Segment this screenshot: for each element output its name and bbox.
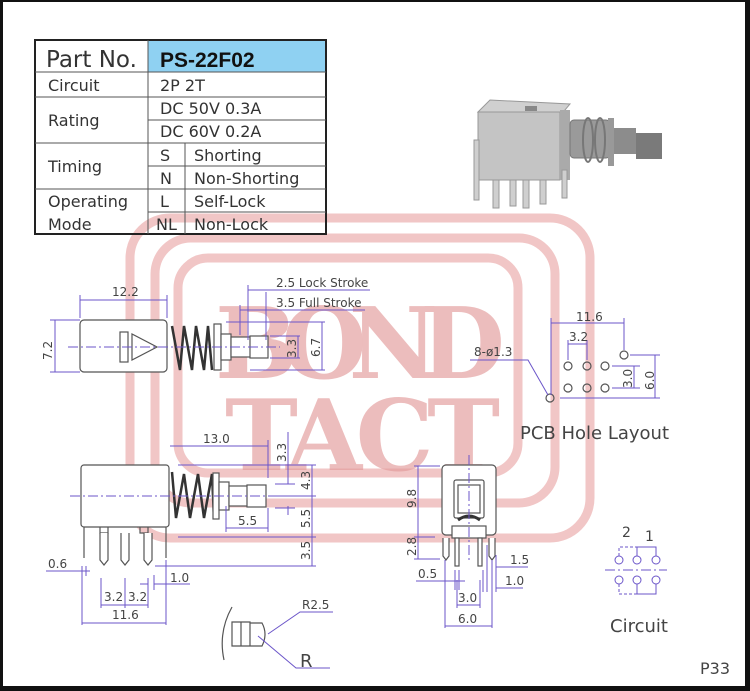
mode-text: Non-Lock <box>194 215 269 234</box>
rating-label: Rating <box>48 111 100 130</box>
circuit-pin-1: 1 <box>645 529 654 545</box>
timing-code: N <box>160 169 172 188</box>
dim-pin-length: 2.8 <box>405 537 419 556</box>
dim-pitch-b: 3.2 <box>128 590 147 604</box>
mode-code: NL <box>156 215 177 234</box>
pcb-height: 6.0 <box>643 371 657 390</box>
tip-detail: R2.5 R <box>221 598 333 672</box>
dim-height: 7.2 <box>41 341 55 360</box>
timing-text: Non-Shorting <box>194 169 299 188</box>
part-no-label: Part No. <box>46 47 137 73</box>
dim-3-0: 3.0 <box>458 591 477 605</box>
circuit-title: Circuit <box>610 616 668 637</box>
spec-table: Part No. PS-22F02 Circuit 2P 2T Rating D… <box>34 39 327 235</box>
dim-length: 12.2 <box>112 285 139 299</box>
dim-3-3: 3.3 <box>275 443 289 462</box>
pcb-title: PCB Hole Layout <box>520 423 669 444</box>
dim-button: 3.3 <box>285 339 299 358</box>
end-view: 9.8 2.8 0.5 1.5 1.0 3.0 6.0 <box>405 455 529 628</box>
dim-5-5-h: 5.5 <box>299 509 313 528</box>
dim-collar: 6.7 <box>309 338 323 357</box>
dim-plunger: 13.0 <box>203 432 230 446</box>
part-no-value: PS-22F02 <box>160 49 255 72</box>
pcb-row: 3.0 <box>621 369 635 388</box>
rating-value: DC 50V 0.3A <box>160 99 261 118</box>
pcb-width: 11.6 <box>576 310 603 324</box>
timing-code: S <box>160 146 170 165</box>
circuit-pin-2: 2 <box>622 525 631 541</box>
pcb-hole-layout: 11.6 3.2 3.0 6.0 8-ø1.3 PCB Hole Layout <box>470 310 669 444</box>
side-view: 13.0 3.3 4.3 5.5 3.5 5.5 0.6 1.0 3.2 3.2… <box>46 432 316 625</box>
dim-5-5: 5.5 <box>238 514 257 528</box>
dim-1-0: 1.0 <box>505 574 524 588</box>
dim-pin-width: 0.6 <box>48 557 67 571</box>
front-view: 12.2 7.2 2.5 Lock Stroke 3.5 Full Stroke… <box>41 276 370 373</box>
dim-6-0: 6.0 <box>458 612 477 626</box>
dim-width: 11.6 <box>112 608 139 622</box>
mode-label: Mode <box>48 215 92 234</box>
dim-3-5: 3.5 <box>299 541 313 560</box>
circuit-value: 2P 2T <box>160 76 205 95</box>
dim-0-5: 0.5 <box>418 567 437 581</box>
tip-radius: R2.5 <box>302 598 329 612</box>
dim-full-stroke: 3.5 Full Stroke <box>276 296 361 310</box>
timing-label: Timing <box>47 157 102 176</box>
circuit-label: Circuit <box>48 76 100 95</box>
dim-lock-stroke: 2.5 Lock Stroke <box>276 276 368 290</box>
tip-r: R <box>300 651 313 672</box>
pcb-holes <box>545 350 629 403</box>
circuit-diagram: 2 1 Circuit <box>605 525 668 637</box>
timing-text: Shorting <box>194 146 262 165</box>
pcb-pitch: 3.2 <box>569 330 588 344</box>
mode-label: Operating <box>48 192 128 211</box>
dim-pin-gap: 1.0 <box>170 571 189 585</box>
dim-4-3: 4.3 <box>299 471 313 490</box>
dim-pitch-a: 3.2 <box>104 590 123 604</box>
pcb-holes-label: 8-ø1.3 <box>474 345 512 359</box>
page-number: P33 <box>700 659 730 678</box>
dim-1-5: 1.5 <box>510 553 529 567</box>
rating-value: DC 60V 0.2A <box>160 122 261 141</box>
mode-text: Self-Lock <box>194 192 266 211</box>
dim-end-height: 9.8 <box>405 489 419 508</box>
mode-code: L <box>160 192 169 211</box>
product-illustration <box>473 99 662 209</box>
